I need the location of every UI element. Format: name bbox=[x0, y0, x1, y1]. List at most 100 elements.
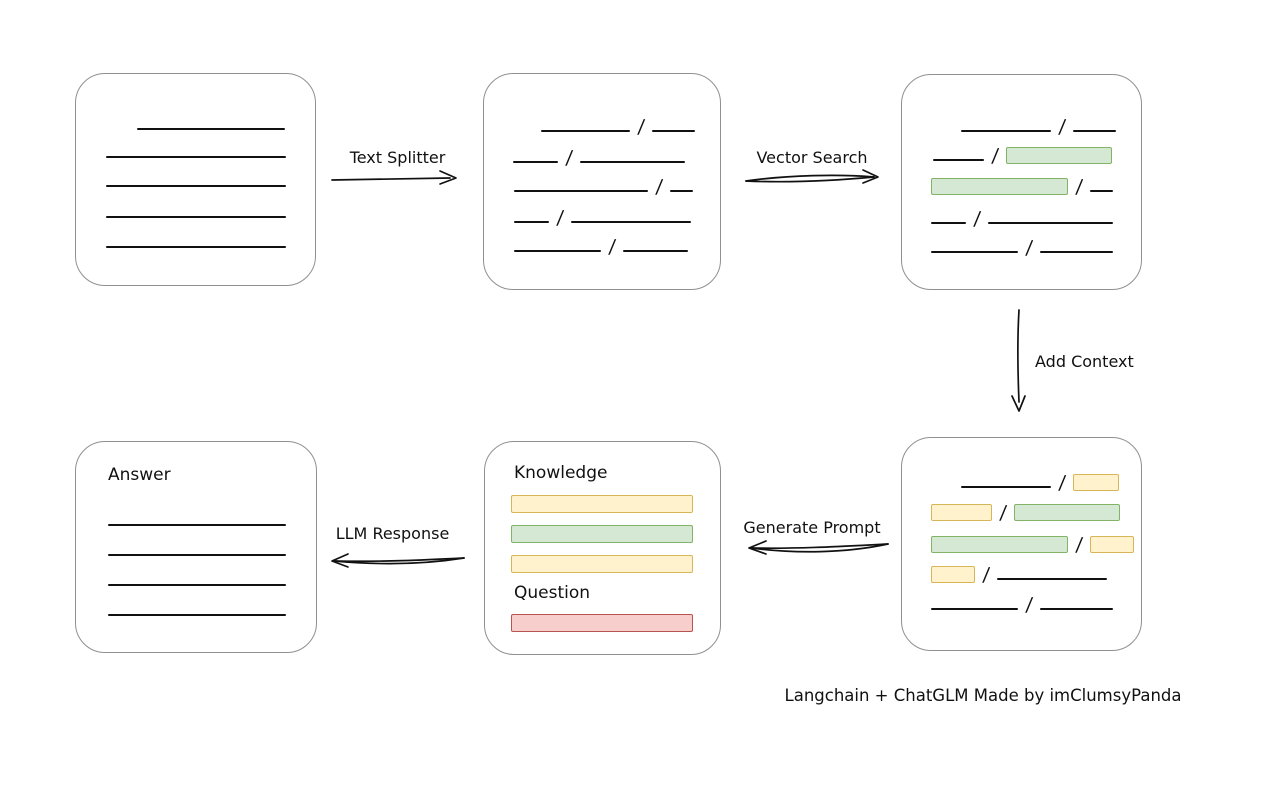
question-label: Question bbox=[514, 583, 591, 603]
chunk-separator: / bbox=[1057, 472, 1067, 494]
text-line bbox=[571, 221, 692, 223]
chunk-separator: / bbox=[654, 176, 664, 198]
text-line-row bbox=[108, 537, 286, 559]
answer-label: Answer bbox=[108, 465, 171, 485]
text-line bbox=[997, 578, 1108, 580]
vector-search-label: Vector Search bbox=[756, 148, 868, 167]
text-line bbox=[988, 222, 1114, 224]
text-splitter-arrow bbox=[331, 170, 457, 185]
generate-prompt-label: Generate Prompt bbox=[743, 518, 881, 537]
text-line bbox=[513, 161, 558, 163]
text-line bbox=[541, 130, 630, 132]
highlight-green bbox=[1006, 147, 1113, 164]
document-box bbox=[75, 73, 316, 286]
chunk-separator: / bbox=[1074, 176, 1084, 198]
chunk-separator: / bbox=[564, 147, 574, 169]
chunk-row: / bbox=[931, 531, 1135, 556]
text-line bbox=[108, 524, 286, 526]
text-line-row bbox=[137, 111, 285, 133]
chunk-separator: / bbox=[555, 207, 565, 229]
text-line bbox=[514, 221, 549, 223]
chunk-row: / bbox=[933, 142, 1113, 167]
text-line bbox=[931, 222, 966, 224]
chunk-row: / bbox=[931, 591, 1114, 616]
chunk-row: / bbox=[931, 173, 1114, 198]
text-line bbox=[931, 251, 1018, 253]
generate-prompt-arrow bbox=[748, 540, 889, 555]
highlight-yellow bbox=[1090, 536, 1135, 553]
text-line bbox=[623, 250, 689, 252]
highlight-yellow bbox=[931, 504, 992, 521]
chunk-row: / bbox=[931, 234, 1114, 259]
text-line bbox=[961, 130, 1051, 132]
add-context-arrow bbox=[1011, 309, 1026, 412]
chunks-box: / / / / / bbox=[483, 73, 721, 290]
text-line bbox=[108, 554, 286, 556]
text-line bbox=[106, 185, 286, 187]
diagram-caption: Langchain + ChatGLM Made by imClumsyPand… bbox=[784, 686, 1182, 705]
add-context-label: Add Context bbox=[1035, 352, 1134, 371]
chunk-row: / bbox=[541, 113, 696, 138]
text-line-row bbox=[108, 567, 286, 589]
text-line bbox=[1090, 190, 1114, 192]
prompt-box: Knowledge Question bbox=[484, 441, 721, 655]
text-line bbox=[580, 161, 686, 163]
highlight-yellow bbox=[931, 566, 975, 583]
text-line bbox=[652, 130, 696, 132]
question-bar-red bbox=[511, 614, 693, 632]
text-splitter-label: Text Splitter bbox=[349, 148, 446, 167]
text-line-row bbox=[106, 199, 286, 221]
text-line-row bbox=[106, 139, 286, 161]
text-line bbox=[514, 190, 648, 192]
chunk-row: / bbox=[514, 204, 692, 229]
knowledge-bar-yellow bbox=[511, 495, 693, 513]
highlight-green bbox=[931, 536, 1068, 553]
chunk-separator: / bbox=[607, 236, 617, 258]
chunk-separator: / bbox=[1024, 237, 1034, 259]
text-line-row bbox=[106, 168, 286, 190]
text-line bbox=[931, 608, 1018, 610]
highlight-yellow bbox=[1073, 474, 1120, 491]
chunk-row: / bbox=[961, 469, 1120, 494]
chunk-row: / bbox=[961, 113, 1117, 138]
text-line bbox=[106, 216, 286, 218]
text-line-row bbox=[108, 597, 286, 619]
chunk-row: / bbox=[514, 233, 689, 258]
highlight-green bbox=[931, 178, 1068, 195]
knowledge-bar-green bbox=[511, 525, 693, 543]
knowledge-bar-yellow bbox=[511, 555, 693, 573]
text-line bbox=[1073, 130, 1117, 132]
vector-search-arrow bbox=[745, 169, 879, 184]
chunk-separator: / bbox=[1024, 594, 1034, 616]
text-line bbox=[137, 128, 285, 130]
text-line bbox=[961, 486, 1051, 488]
text-line bbox=[106, 246, 286, 248]
chunk-separator: / bbox=[1057, 116, 1067, 138]
chunk-row: / bbox=[514, 173, 694, 198]
chunk-row: / bbox=[931, 561, 1108, 586]
chunk-separator: / bbox=[636, 116, 646, 138]
chunk-separator: / bbox=[1074, 534, 1084, 556]
text-line bbox=[670, 190, 694, 192]
text-line bbox=[514, 250, 601, 252]
chunk-separator: / bbox=[972, 208, 982, 230]
llm-response-label: LLM Response bbox=[335, 524, 450, 543]
chunk-separator: / bbox=[981, 564, 991, 586]
answer-box: Answer bbox=[75, 441, 317, 653]
chunk-row: / bbox=[931, 205, 1114, 230]
chunk-separator: / bbox=[990, 145, 1000, 167]
text-line bbox=[108, 614, 286, 616]
text-line bbox=[1040, 608, 1114, 610]
llm-response-arrow bbox=[331, 553, 465, 568]
text-line-row bbox=[108, 507, 286, 529]
text-line bbox=[933, 159, 984, 161]
knowledge-label: Knowledge bbox=[514, 463, 608, 483]
chunk-separator: / bbox=[998, 502, 1008, 524]
text-line bbox=[1040, 251, 1114, 253]
chunk-row: / bbox=[513, 144, 686, 169]
text-line-row bbox=[106, 229, 286, 251]
vector-search-result-box: / / / / / bbox=[901, 74, 1142, 290]
highlight-green bbox=[1014, 504, 1121, 521]
context-box: / / / / / bbox=[901, 437, 1142, 651]
